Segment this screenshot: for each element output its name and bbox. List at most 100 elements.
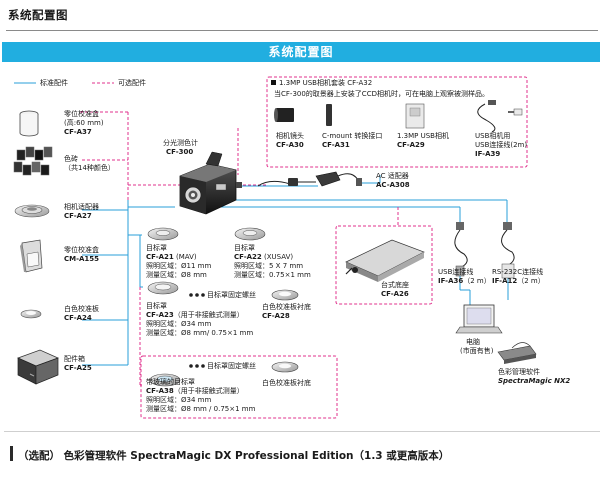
camera-lens-label: 相机镜头 (276, 132, 304, 140)
a23-code-suffix: （用于非接触式测量） (173, 311, 244, 319)
a23-title: 目标罩 (146, 302, 167, 310)
stage-box (335, 225, 433, 305)
camera-kit-bullet (271, 80, 276, 85)
usb-camera-image (405, 103, 425, 129)
software-name: 色彩管理软件 (498, 368, 540, 376)
cf-a24-white-plate-image (20, 309, 42, 319)
white-plate-holder-image-2 (271, 361, 299, 373)
legend-optional-label: 可选配件 (118, 79, 146, 87)
title-divider (6, 30, 598, 31)
a38-box (140, 355, 338, 419)
page-title: 系统配置图 (8, 8, 68, 22)
fixing-screw-label: 目标罩固定螺丝 (207, 291, 256, 299)
optional-connectors (80, 76, 528, 419)
a21-code-suffix: (MAV) (173, 253, 197, 261)
legend-standard-label: 标准配件 (40, 79, 68, 87)
a38-code-suffix: （用于非接触式测量） (173, 387, 244, 395)
target-fixing-screws-icon (189, 293, 205, 297)
usb-cable-name: USB连接线 (438, 268, 474, 276)
a23-code: CF-A23 (146, 311, 174, 319)
a28-code: CF-A28 (262, 312, 290, 320)
color-tiles-image (13, 146, 53, 176)
usb-camera-cable-image (477, 100, 523, 133)
accessory-case-code: CF-A25 (64, 364, 92, 372)
a21-title: 目标罩 (146, 244, 167, 252)
footer-accent-bar (10, 446, 13, 461)
a21-illum: 照明区域：Ø11 mm (146, 262, 212, 270)
cf-a25-accessory-case-image (17, 349, 59, 385)
a21-code: CF-A21 (146, 253, 174, 261)
a38-title: 带玻璃的目标罩 (146, 378, 195, 386)
color-tiles-name: 色砖 (64, 155, 78, 163)
usb-cable-code: IF-A36 (438, 277, 464, 285)
a38-code-line: CF-A38（用于非接触式测量） (146, 387, 244, 395)
usb-camera-cable-code: IF-A39 (475, 150, 501, 158)
main-unit-name: 分光测色计 (163, 139, 198, 147)
footer-optional-software: （选配） 色彩管理软件 SpectraMagic DX Professional… (18, 450, 450, 462)
a22-illum: 照明区域：5 X 7 mm (234, 262, 304, 270)
camera-adapter-name: 相机适配器 (64, 203, 99, 211)
cf-a27-camera-adapter-image (14, 204, 50, 218)
cf-a21-target-mask-image (147, 227, 179, 241)
a21-measure: 测量区域：Ø8 mm (146, 271, 207, 279)
ac-adapter-name: AC 适配器 (376, 172, 409, 180)
a38-measure: 测量区域：Ø8 mm / 0.75×1 mm (146, 405, 256, 413)
a23-measure: 测量区域：Ø8 mm/ 0.75×1 mm (146, 329, 254, 337)
target-fixing-screws-icon-2 (189, 364, 205, 368)
footer-divider (4, 431, 600, 432)
usb-camera-label: 1.3MP USB相机 (397, 132, 449, 140)
a21-code-line: CF-A21 (MAV) (146, 253, 197, 261)
a22-measure: 测量区域：0.75×1 mm (234, 271, 311, 279)
c-mount-label: C-mount 转换接口 (322, 132, 383, 140)
cf-a28-white-plate-holder-image (271, 289, 299, 301)
a22-title: 目标罩 (234, 244, 255, 252)
zero-cal-box-name: 零位校准盒 (64, 246, 99, 254)
cm-a155-zero-cal-box-image (20, 239, 43, 273)
a38-illum: 照明区域：Ø34 mm (146, 396, 212, 404)
camera-adapter-code: CF-A27 (64, 212, 92, 220)
a22-code-suffix: (XUSAV) (261, 253, 294, 261)
a23-illum: 照明区域：Ø34 mm (146, 320, 212, 328)
software-code: SpectraMagic NX2 (498, 377, 571, 385)
usb-camera-code: CF-A29 (397, 141, 425, 149)
rs232c-cable-image (501, 222, 515, 279)
pc-name: 电脑 (466, 338, 480, 346)
color-tiles-sub: （共14种颜色） (64, 164, 115, 172)
zero-cal-box-60-code: CF-A37 (64, 128, 92, 136)
stage-code: CF-A26 (381, 290, 409, 298)
usb-camera-cable-label: USB相机用 (475, 132, 511, 140)
camera-lens-image (274, 108, 294, 122)
a28-title: 白色校准板衬底 (262, 303, 311, 311)
c-mount-code: CF-A31 (322, 141, 350, 149)
accessory-case-name: 配件箱 (64, 355, 85, 363)
rs232c-cable-code-line: IF-A12（2 m） (492, 277, 545, 285)
white-plate-holder-label-2: 白色校准板衬底 (262, 379, 311, 387)
cf-a22-target-mask-image (234, 227, 266, 241)
camera-lens-code: CF-A30 (276, 141, 304, 149)
ac-adapter-code: AC-A308 (376, 181, 410, 189)
a38-code: CF-A38 (146, 387, 174, 395)
cf-300-spectrophotometer-image (179, 151, 242, 215)
rs232c-cable-name: RS-232C连接线 (492, 268, 544, 276)
main-unit-code: CF-300 (166, 148, 194, 156)
spectramagic-software-image (497, 342, 537, 364)
computer-image (455, 304, 503, 334)
usb-camera-cable-label-2: USB连接线(2m) (475, 141, 528, 149)
ac-adapter-image (257, 171, 362, 187)
rs232c-cable-len: （2 m） (517, 277, 545, 285)
cf-a23-target-mask-image (147, 281, 179, 295)
white-plate-code: CF-A24 (64, 314, 92, 322)
white-plate-name: 白色校准板 (64, 305, 99, 313)
usb-cable-code-line: IF-A36（2 m） (438, 277, 491, 285)
c-mount-adapter-image (326, 104, 332, 126)
stage-name: 台式底座 (381, 281, 409, 289)
usb-cable-image (454, 222, 468, 277)
rs232c-cable-code: IF-A12 (492, 277, 518, 285)
banner-title: 系统配置图 (2, 42, 600, 62)
cf-a37-zero-cal-box-image (19, 110, 39, 137)
a22-code: CF-A22 (234, 253, 262, 261)
a22-code-line: CF-A22 (XUSAV) (234, 253, 293, 261)
zero-cal-box-60-sub: (高:60 mm) (64, 119, 104, 127)
pc-sub: (市面有售) (460, 347, 494, 355)
